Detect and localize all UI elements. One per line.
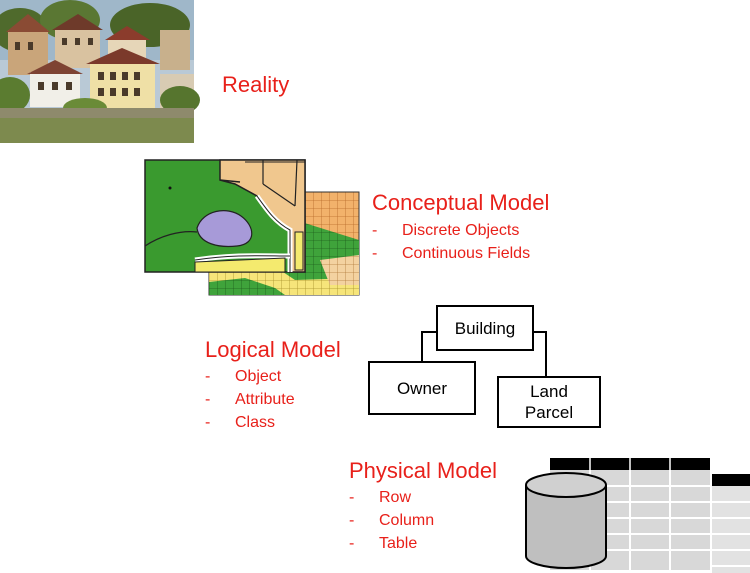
physical-model-bullets: -Row -Column -Table bbox=[349, 486, 434, 555]
list-item: -Table bbox=[349, 535, 418, 552]
list-item: -Class bbox=[205, 414, 276, 431]
list-item: -Object bbox=[205, 368, 282, 385]
database-cylinder-icon bbox=[525, 472, 607, 569]
list-item: -Row bbox=[349, 489, 412, 506]
physical-model-title: Physical Model bbox=[349, 458, 497, 483]
logical-model-title: Logical Model bbox=[205, 337, 341, 362]
land-parcel-box: Land Parcel bbox=[497, 376, 601, 428]
list-item: -Attribute bbox=[205, 391, 295, 408]
conceptual-model-title: Conceptual Model bbox=[372, 190, 550, 215]
building-box: Building bbox=[436, 305, 534, 351]
list-item: -Column bbox=[349, 512, 435, 529]
reality-photo bbox=[0, 0, 200, 143]
list-item: -Discrete Objects bbox=[372, 222, 520, 239]
conceptual-map-illustration bbox=[144, 159, 360, 296]
owner-box: Owner bbox=[368, 361, 476, 415]
conceptual-model-bullets: -Discrete Objects -Continuous Fields bbox=[372, 219, 530, 265]
reality-title: Reality bbox=[222, 72, 290, 97]
list-item: -Continuous Fields bbox=[372, 245, 531, 262]
logical-model-bullets: -Object -Attribute -Class bbox=[205, 365, 295, 434]
database-table-illustration bbox=[525, 458, 750, 573]
